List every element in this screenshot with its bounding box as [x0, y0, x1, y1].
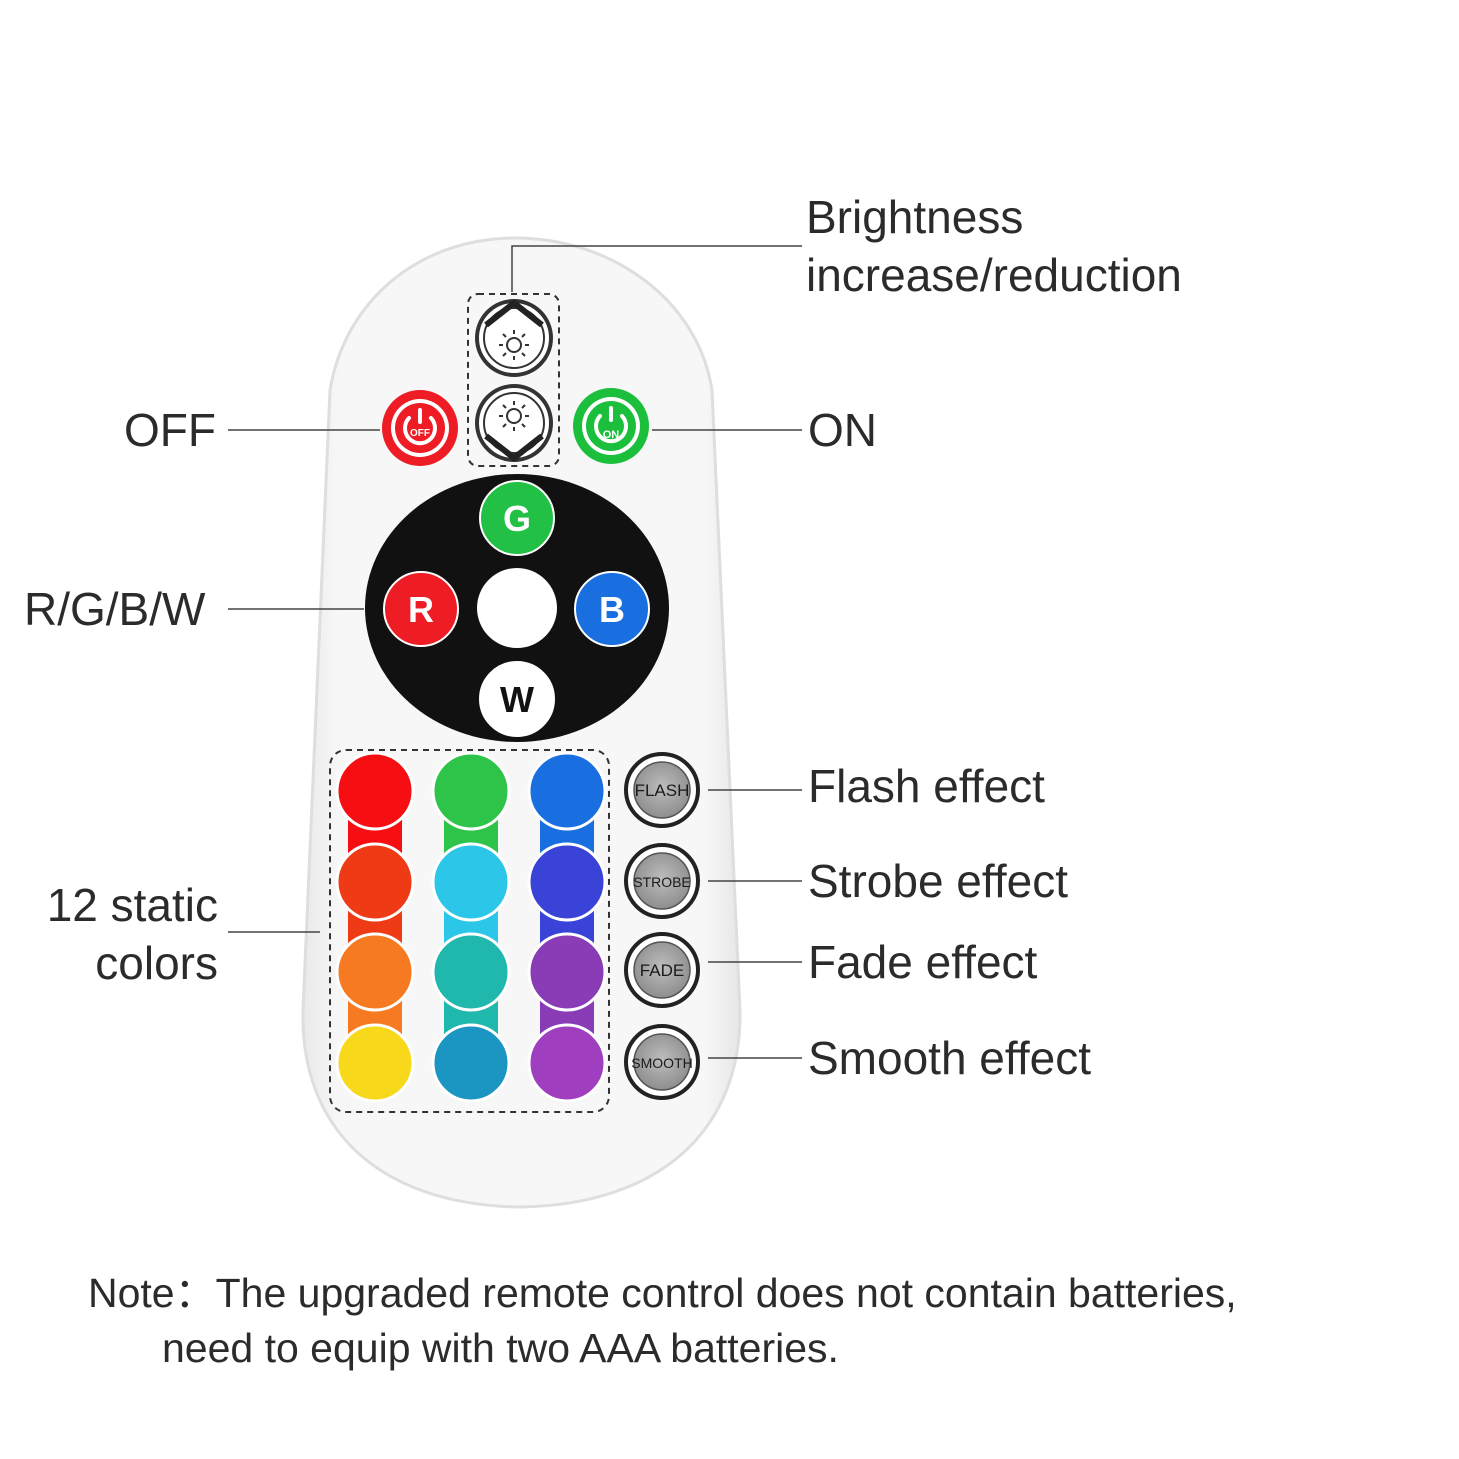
static-colors-callout-line1: 12 static: [46, 879, 218, 931]
static-color-key[interactable]: [335, 932, 415, 1012]
power-icon: [403, 416, 437, 446]
battery-note-line1: Note：The upgraded remote control does no…: [88, 1270, 1237, 1316]
static-color-key[interactable]: [335, 751, 415, 831]
static-color-key[interactable]: [527, 1023, 607, 1103]
brightness-leader: [511, 245, 802, 292]
static-color-key[interactable]: [431, 842, 511, 922]
color-key-label: W: [500, 679, 534, 720]
strobe-callout: Strobe effect: [808, 855, 1068, 907]
static-color-key[interactable]: [431, 751, 511, 831]
static-color-key[interactable]: [527, 932, 607, 1012]
static-color-key[interactable]: [335, 1023, 415, 1103]
brightness-callout-line1: Brightness: [806, 191, 1024, 243]
fade-callout: Fade effect: [808, 936, 1038, 988]
sun-icon: [499, 401, 529, 431]
power-off-key-label: OFF: [410, 428, 430, 439]
battery-note: Note：The upgraded remote control does no…: [88, 1266, 1237, 1376]
color-key-label: B: [599, 589, 625, 630]
callout-lines: [228, 245, 802, 1059]
rgbw-callout: R/G/B/W: [24, 583, 206, 635]
power-icon: [594, 414, 628, 444]
static-color-key[interactable]: [527, 842, 607, 922]
effect-key-label: FLASH: [635, 781, 690, 800]
power-on-button[interactable]: ON: [573, 388, 649, 464]
color-key-b[interactable]: B: [574, 571, 650, 647]
brightness-callout-line2: increase/reduction: [806, 249, 1182, 301]
color-key-w[interactable]: W: [479, 661, 555, 737]
on-callout: ON: [808, 404, 877, 456]
brightness-group-outline: [467, 293, 560, 467]
smooth-button[interactable]: SMOOTH: [624, 1024, 700, 1100]
center-button[interactable]: [477, 568, 557, 648]
power-off-button[interactable]: OFF: [382, 390, 458, 466]
static-colors-callout: 12 static colors: [38, 876, 218, 992]
color-key-label: G: [503, 498, 531, 539]
effect-key-label: STROBE: [633, 874, 691, 890]
flash-callout: Flash effect: [808, 760, 1045, 812]
battery-note-line2: need to equip with two AAA batteries.: [162, 1325, 839, 1371]
power-on-key-label: ON: [603, 429, 620, 441]
strobe-button[interactable]: STROBE: [624, 843, 700, 919]
flash-button[interactable]: FLASH: [624, 752, 700, 828]
color-key-g[interactable]: G: [479, 480, 555, 556]
fade-button[interactable]: FADE: [624, 932, 700, 1008]
off-callout: OFF: [124, 404, 216, 456]
brightness-callout: Brightness increase/reduction: [806, 188, 1182, 304]
smooth-callout: Smooth effect: [808, 1032, 1091, 1084]
sun-icon: [499, 330, 529, 360]
effect-key-label: FADE: [640, 961, 684, 980]
effect-key-label: SMOOTH: [631, 1055, 692, 1071]
color-key-label: R: [408, 589, 434, 630]
brightness-down-button[interactable]: [475, 384, 553, 462]
static-color-key[interactable]: [431, 1023, 511, 1103]
static-color-key[interactable]: [431, 932, 511, 1012]
brightness-up-button[interactable]: [475, 299, 553, 377]
static-color-key[interactable]: [335, 842, 415, 922]
static-colors-callout-line2: colors: [95, 937, 218, 989]
static-color-key[interactable]: [527, 751, 607, 831]
static-colors-outline: [329, 749, 610, 1113]
color-key-r[interactable]: R: [383, 571, 459, 647]
